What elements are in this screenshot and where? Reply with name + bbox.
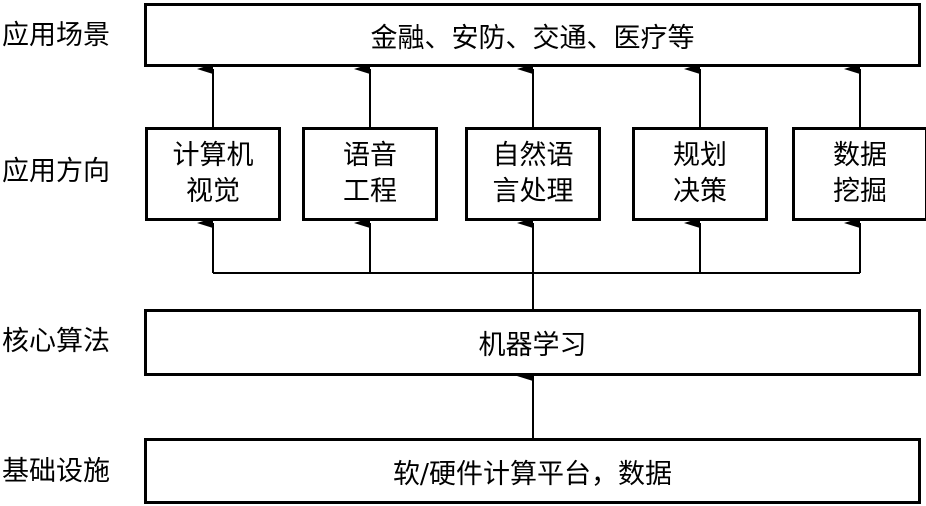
direction-line1: 自然语 xyxy=(492,140,574,171)
direction-box-computer-vision: 计算机 视觉 xyxy=(145,127,281,221)
direction-line2: 工程 xyxy=(343,176,397,207)
direction-box-nlp: 自然语 言处理 xyxy=(465,127,601,221)
scenario-box: 金融、安防、交通、医疗等 xyxy=(144,3,921,67)
direction-line2: 视觉 xyxy=(186,176,240,207)
algorithm-text: 机器学习 xyxy=(478,330,587,361)
scenario-text: 金融、安防、交通、医疗等 xyxy=(370,22,695,54)
layer-label-algorithm: 核心算法 xyxy=(2,326,110,357)
layer-label-direction: 应用方向 xyxy=(2,156,110,187)
direction-line2: 言处理 xyxy=(492,176,574,207)
layer-label-scenario: 应用场景 xyxy=(2,20,110,51)
infrastructure-box: 软/硬件计算平台，数据 xyxy=(144,438,921,504)
direction-line2: 决策 xyxy=(673,176,727,207)
direction-line1: 计算机 xyxy=(172,140,254,171)
direction-box-speech: 语音 工程 xyxy=(302,127,438,221)
infrastructure-text: 软/硬件计算平台，数据 xyxy=(392,458,673,490)
direction-line1: 语音 xyxy=(343,140,397,171)
direction-line1: 规划 xyxy=(673,140,727,171)
direction-box-data-mining: 数据 挖掘 xyxy=(792,127,926,221)
algorithm-box: 机器学习 xyxy=(144,309,921,376)
direction-box-planning: 规划 决策 xyxy=(632,127,768,221)
direction-line1: 数据 xyxy=(833,140,887,171)
layer-label-infrastructure: 基础设施 xyxy=(2,456,110,487)
direction-line2: 挖掘 xyxy=(833,176,887,207)
